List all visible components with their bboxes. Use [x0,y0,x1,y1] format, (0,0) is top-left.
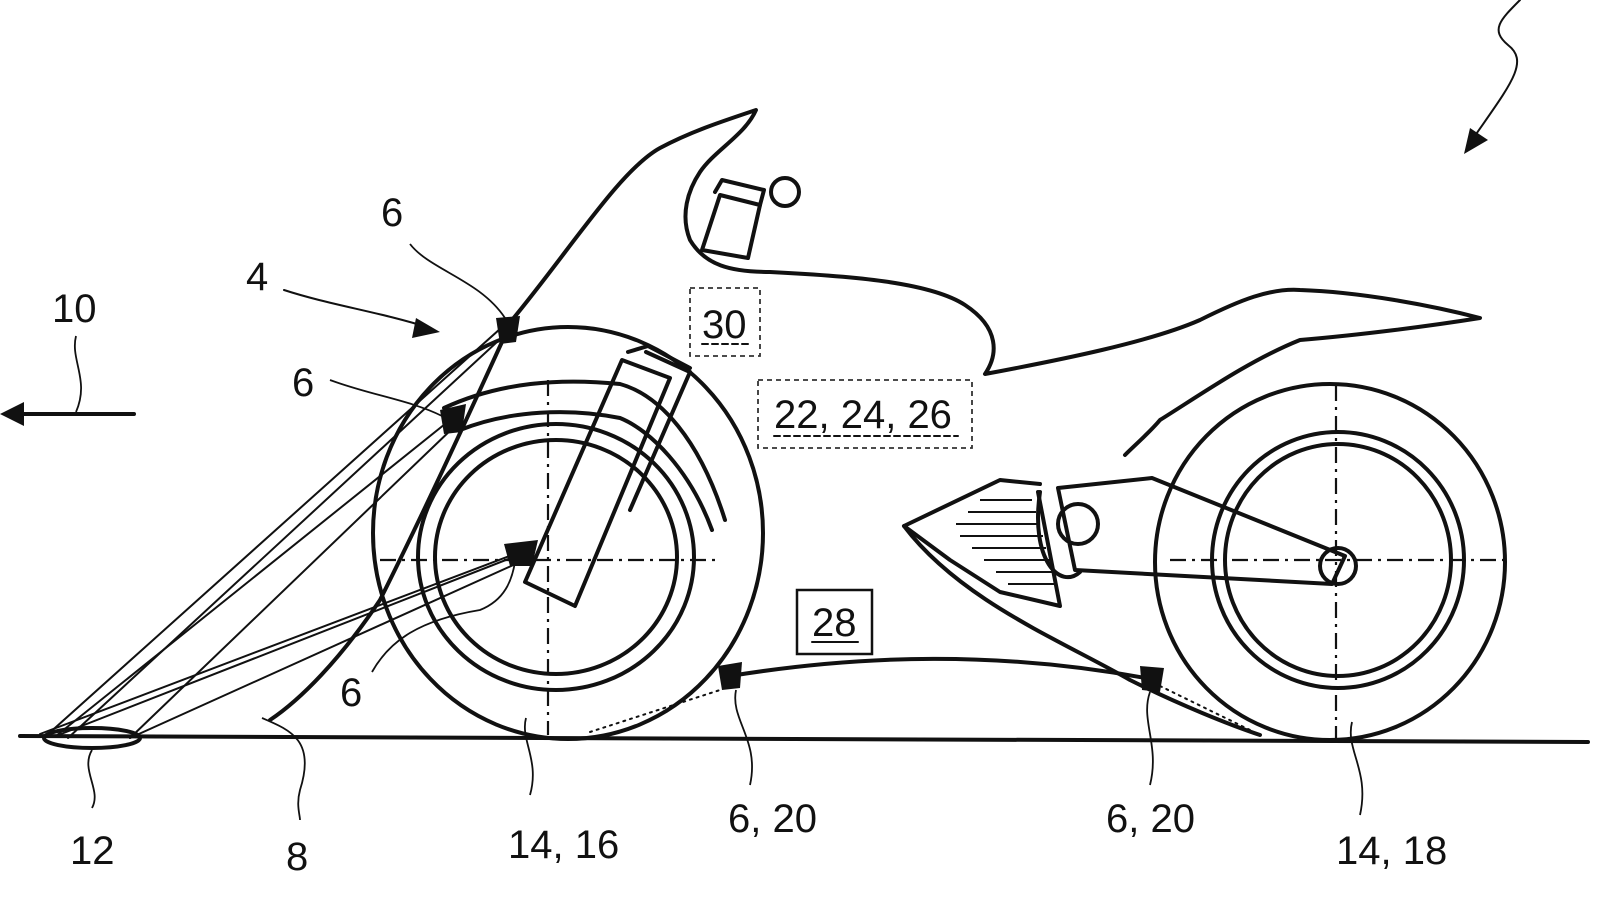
ref-6-top: 6 [381,191,403,235]
leader-14-18 [1349,721,1364,816]
rear-wheel [1153,382,1507,742]
sensor-beams [39,319,521,739]
box-30 [689,287,761,357]
sensor-block-belly-front [718,662,742,690]
ref-14-18: 14, 18 [1336,829,1447,873]
ground-target [42,726,142,750]
leader-6-top [409,243,506,319]
leader-6-upper [329,379,443,417]
sensor-block-belly-rear [1140,666,1164,692]
frame-lower-line [902,524,1262,737]
motorcycle-fairing [510,108,1482,457]
swingarm [1036,476,1358,586]
fairing-nose-line [268,318,514,722]
ref-6-lower: 6 [340,671,362,715]
front-mudguard [442,379,727,522]
ref-28: 28 [812,601,857,645]
sensor-block-upper [440,404,466,434]
front-wheel [371,325,765,741]
reference-arrow-top-right [1464,0,1521,154]
direction-arrow [0,402,136,426]
handlebar [700,176,801,260]
sensor-block-top [496,316,520,344]
leader-12 [87,749,96,809]
ref-6-upper: 6 [292,361,314,405]
belly-sensor-line [728,656,1158,682]
ref-4: 4 [246,255,268,299]
ref-12: 12 [70,829,115,873]
reference-arrow-4 [283,289,440,338]
ref-30: 30 [702,303,747,347]
front-fork [523,344,692,608]
ref-6-20-left: 6, 20 [728,797,817,841]
box-22-24-26 [757,379,973,449]
sensor-block-lower [504,540,538,566]
ref-8: 8 [286,835,308,879]
engine-block [902,478,1062,608]
leader-14-16 [524,717,534,796]
leader-10 [74,335,82,413]
front-mudguard-inner [458,410,714,532]
ref-6-20-right: 6, 20 [1106,797,1195,841]
box-28 [795,588,874,656]
leader-8 [261,717,306,821]
leader-6-20-right [1146,691,1154,786]
ref-10: 10 [52,287,97,331]
leader-6-lower [371,561,516,673]
leader-6-20-left [734,689,753,786]
ground-scan-dots-front [589,689,721,733]
ground-scan-dots-rear [1159,685,1251,731]
ref-14-16: 14, 16 [508,823,619,867]
ref-22-24-26: 22, 24, 26 [774,393,952,437]
